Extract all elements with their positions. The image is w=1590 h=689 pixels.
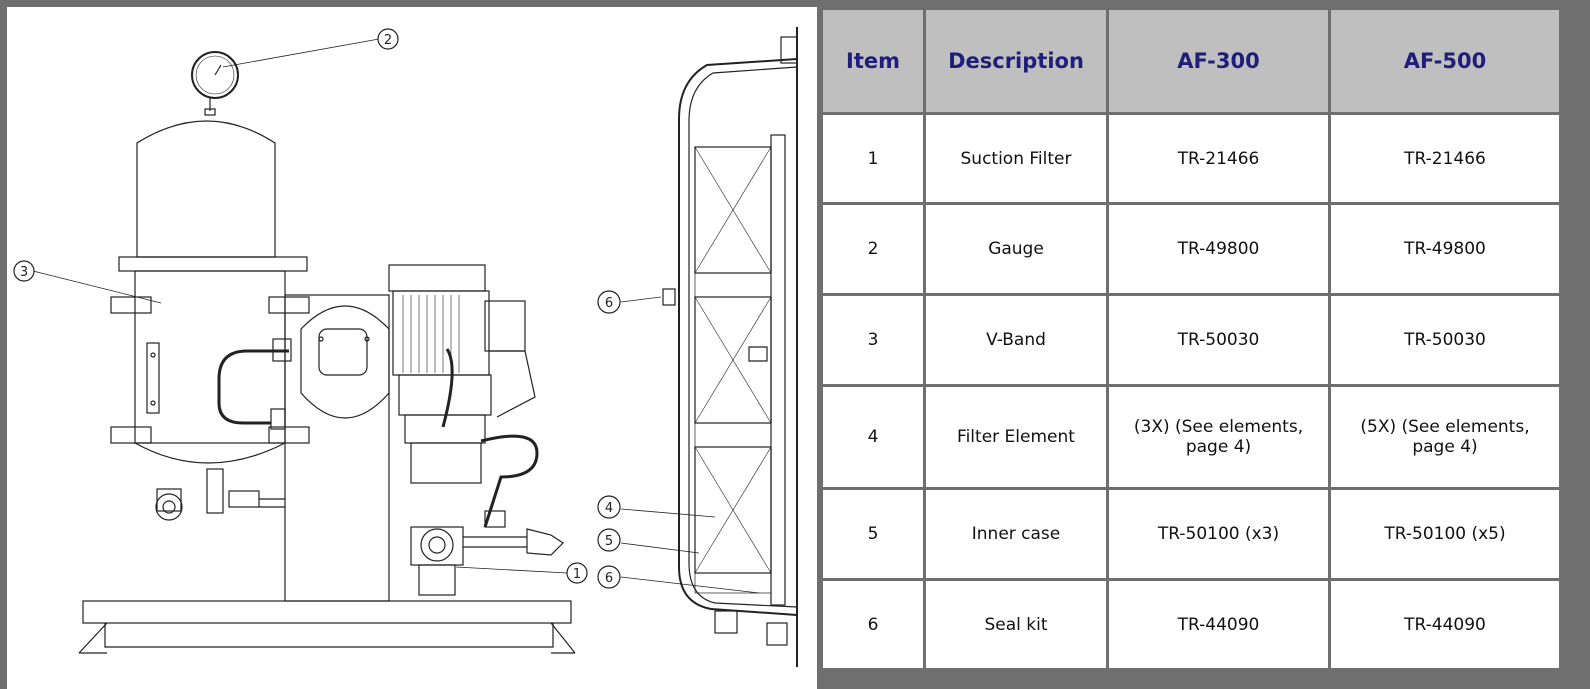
pump-housing — [410, 442, 482, 484]
cell-description: Seal kit — [926, 581, 1106, 668]
callout-6-upper: 6 — [597, 290, 621, 314]
svg-text:2: 2 — [384, 33, 392, 48]
cell-item: 1 — [823, 115, 923, 202]
callout-3: 3 — [13, 260, 35, 282]
table-row: 2 Gauge TR-49800 TR-49800 — [823, 205, 1559, 293]
callout-1: 1 — [566, 562, 588, 584]
cell-item: 6 — [823, 581, 923, 668]
suction-filter — [418, 564, 456, 596]
svg-text:6: 6 — [605, 296, 613, 311]
table-header-row: Item Description AF-300 AF-500 — [823, 10, 1559, 112]
filter-elements — [694, 146, 772, 574]
cell-item: 2 — [823, 205, 923, 293]
cross-section-view — [662, 27, 798, 667]
housing-flange — [118, 256, 308, 272]
side-view — [78, 51, 576, 654]
table-row: 4 Filter Element (3X) (See elements, pag… — [823, 387, 1559, 487]
svg-text:3: 3 — [20, 265, 28, 280]
motor-cap — [388, 264, 486, 292]
header-item: Item — [823, 10, 923, 112]
filter-housing-top — [136, 120, 276, 258]
technical-drawing-panel: 2 3 1 6 4 5 6 — [7, 7, 817, 689]
table-row: 3 V-Band TR-50030 TR-50030 — [823, 296, 1559, 384]
strainer-bowl — [300, 305, 390, 419]
terminal-box — [484, 300, 526, 352]
cell-af-300: (3X) (See elements, page 4) — [1109, 387, 1328, 487]
parts-table: Item Description AF-300 AF-500 1 Suction… — [820, 7, 1562, 671]
vessel-shell — [678, 58, 798, 616]
cell-af-500: TR-50030 — [1331, 296, 1559, 384]
cell-description: Filter Element — [926, 387, 1106, 487]
header-description: Description — [926, 10, 1106, 112]
electric-motor — [392, 290, 490, 376]
table-row: 6 Seal kit TR-44090 TR-44090 — [823, 581, 1559, 668]
callout-2: 2 — [377, 28, 399, 50]
svg-text:5: 5 — [605, 534, 613, 549]
svg-text:1: 1 — [573, 567, 581, 582]
cell-af-300: TR-21466 — [1109, 115, 1328, 202]
cell-description: Inner case — [926, 490, 1106, 578]
cell-af-500: TR-44090 — [1331, 581, 1559, 668]
svg-text:6: 6 — [605, 571, 613, 586]
pressure-gauge — [191, 51, 239, 99]
cell-af-300: TR-49800 — [1109, 205, 1328, 293]
cell-description: Gauge — [926, 205, 1106, 293]
cell-af-300: TR-44090 — [1109, 581, 1328, 668]
cell-item: 3 — [823, 296, 923, 384]
base-frame — [82, 600, 572, 624]
table-row: 5 Inner case TR-50100 (x3) TR-50100 (x5) — [823, 490, 1559, 578]
base-skid — [104, 623, 554, 648]
svg-text:4: 4 — [605, 501, 613, 516]
mounting-plate — [284, 294, 390, 602]
callout-5: 5 — [597, 528, 621, 552]
cell-item: 4 — [823, 387, 923, 487]
cell-af-500: TR-49800 — [1331, 205, 1559, 293]
header-af-500: AF-500 — [1331, 10, 1559, 112]
cell-af-300: TR-50100 (x3) — [1109, 490, 1328, 578]
callout-6-lower: 6 — [597, 565, 621, 589]
cell-af-500: TR-21466 — [1331, 115, 1559, 202]
cell-item: 5 — [823, 490, 923, 578]
cell-description: V-Band — [926, 296, 1106, 384]
cell-af-500: (5X) (See elements, page 4) — [1331, 387, 1559, 487]
cell-af-300: TR-50030 — [1109, 296, 1328, 384]
cell-description: Suction Filter — [926, 115, 1106, 202]
cell-af-500: TR-50100 (x5) — [1331, 490, 1559, 578]
filter-unit-drawing: 2 3 1 6 4 5 6 — [13, 27, 798, 667]
leader-lines — [32, 38, 760, 594]
table-row: 1 Suction Filter TR-21466 TR-21466 — [823, 115, 1559, 202]
filter-housing-body — [134, 270, 286, 444]
header-af-300: AF-300 — [1109, 10, 1328, 112]
callout-4: 4 — [597, 495, 621, 519]
